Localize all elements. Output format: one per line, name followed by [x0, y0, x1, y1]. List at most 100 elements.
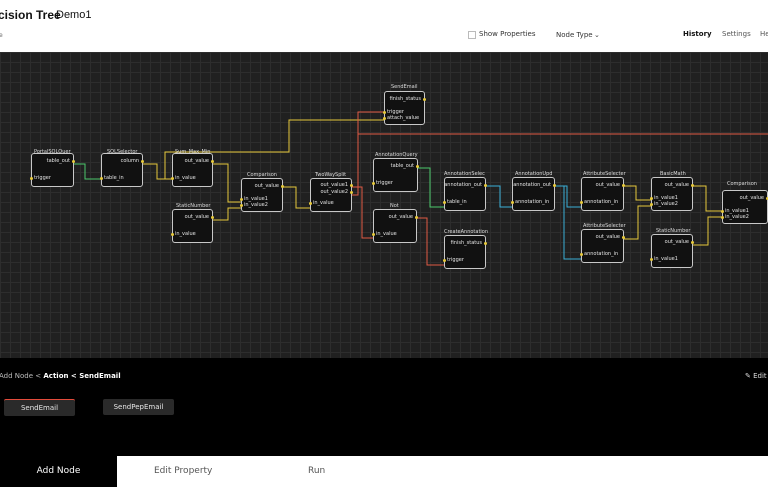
output-socket[interactable] [622, 184, 625, 187]
output-socket[interactable] [72, 160, 75, 163]
input-port[interactable]: in_value2 [244, 202, 268, 208]
output-port[interactable]: out_value2 [320, 189, 348, 195]
output-socket[interactable] [423, 98, 426, 101]
output-socket[interactable] [211, 216, 214, 219]
tab-edit-property[interactable]: Edit Property [117, 456, 277, 487]
output-port[interactable]: table_out [46, 158, 70, 164]
input-port[interactable]: in_value1 [725, 208, 749, 214]
output-port[interactable]: out_value [388, 214, 413, 220]
input-socket[interactable] [443, 201, 446, 204]
input-port[interactable]: in_value [175, 231, 196, 237]
project-name[interactable]: Demo1 [56, 9, 92, 21]
output-socket[interactable] [484, 184, 487, 187]
output-port[interactable]: column [120, 158, 139, 164]
output-socket[interactable] [553, 184, 556, 187]
input-socket[interactable] [650, 258, 653, 261]
input-port[interactable]: annotation_in [515, 199, 550, 205]
output-socket[interactable] [766, 197, 768, 200]
input-socket[interactable] [650, 203, 653, 206]
input-port[interactable]: table_in [447, 199, 467, 205]
output-socket[interactable] [622, 236, 625, 239]
input-port[interactable]: in_value1 [654, 256, 678, 262]
output-port[interactable]: out_value [595, 182, 620, 188]
input-port[interactable]: in_value1 [654, 195, 678, 201]
output-port[interactable]: out_value [184, 214, 209, 220]
breadcrumb-prefix[interactable]: Add Node < [0, 372, 44, 380]
output-socket[interactable] [281, 185, 284, 188]
input-socket[interactable] [383, 111, 386, 114]
tab-run[interactable]: Run [277, 456, 768, 487]
input-socket[interactable] [240, 198, 243, 201]
node-annotationupd[interactable]: annotation_out annotation_in [511, 177, 556, 211]
input-socket[interactable] [171, 233, 174, 236]
input-port[interactable]: in_value2 [654, 201, 678, 207]
input-socket[interactable] [383, 117, 386, 120]
input-port[interactable]: trigger [376, 180, 393, 186]
node-not[interactable]: out_value in_value [372, 209, 418, 243]
input-socket[interactable] [580, 201, 583, 204]
chevron-down-icon[interactable]: ⌄ [594, 31, 600, 39]
output-port[interactable]: out_value1 [320, 182, 348, 188]
node-type-dropdown[interactable]: Node Type [556, 31, 593, 39]
node-option-sendemail[interactable]: SendEmail [4, 399, 75, 416]
input-socket[interactable] [372, 182, 375, 185]
input-socket[interactable] [511, 201, 514, 204]
input-socket[interactable] [721, 210, 724, 213]
output-port[interactable]: annotation_out [513, 182, 551, 188]
input-port[interactable]: trigger [387, 109, 404, 115]
output-socket[interactable] [691, 241, 694, 244]
input-socket[interactable] [580, 253, 583, 256]
nav-history[interactable]: History [683, 30, 712, 38]
show-properties-label[interactable]: Show Properties [479, 30, 536, 38]
nav-help[interactable]: He [760, 30, 768, 38]
input-socket[interactable] [443, 259, 446, 262]
node-staticnumber[interactable]: out_value in_value [171, 209, 214, 243]
input-port[interactable]: table_in [104, 175, 124, 181]
output-port[interactable]: out_value [254, 183, 279, 189]
input-port[interactable]: in_value1 [244, 196, 268, 202]
toolbar-left-label[interactable]: e [0, 32, 3, 39]
output-port[interactable]: table_out [390, 163, 414, 169]
output-port[interactable]: out_value [664, 239, 689, 245]
node-sum_max_min[interactable]: out_value in_value [171, 153, 214, 187]
input-port[interactable]: in_value [376, 231, 397, 237]
input-port[interactable]: in_value2 [725, 214, 749, 220]
node-sqlselector[interactable]: column table_in [100, 153, 144, 187]
output-socket[interactable] [416, 165, 419, 168]
input-port[interactable]: annotation_in [584, 251, 619, 257]
output-socket[interactable] [691, 184, 694, 187]
input-socket[interactable] [650, 197, 653, 200]
input-port[interactable]: trigger [447, 257, 464, 263]
node-staticnumber[interactable]: out_value in_value1 [650, 234, 694, 268]
node-attributeselecter[interactable]: out_value annotation_in [580, 229, 625, 263]
input-socket[interactable] [100, 177, 103, 180]
node-option-sendpepemail[interactable]: SendPepEmail [103, 399, 174, 415]
input-socket[interactable] [240, 204, 243, 207]
input-socket[interactable] [721, 216, 724, 219]
node-attributeselecter[interactable]: out_value annotation_in [580, 177, 625, 211]
output-socket[interactable] [484, 242, 487, 245]
output-port[interactable]: out_value [739, 195, 764, 201]
output-socket[interactable] [141, 160, 144, 163]
nav-settings[interactable]: Settings [722, 30, 751, 38]
input-port[interactable]: trigger [34, 175, 51, 181]
input-socket[interactable] [309, 202, 312, 205]
edit-button[interactable]: ✎ Edit [745, 372, 767, 380]
output-socket[interactable] [350, 191, 353, 194]
input-port[interactable]: annotation_in [584, 199, 619, 205]
input-port[interactable]: in_value [175, 175, 196, 181]
input-socket[interactable] [372, 233, 375, 236]
tab-add-node[interactable]: Add Node [0, 456, 117, 487]
output-port[interactable]: finish_status [450, 240, 482, 246]
output-port[interactable]: out_value [595, 234, 620, 240]
output-port[interactable]: out_value [184, 158, 209, 164]
output-port[interactable]: out_value [664, 182, 689, 188]
